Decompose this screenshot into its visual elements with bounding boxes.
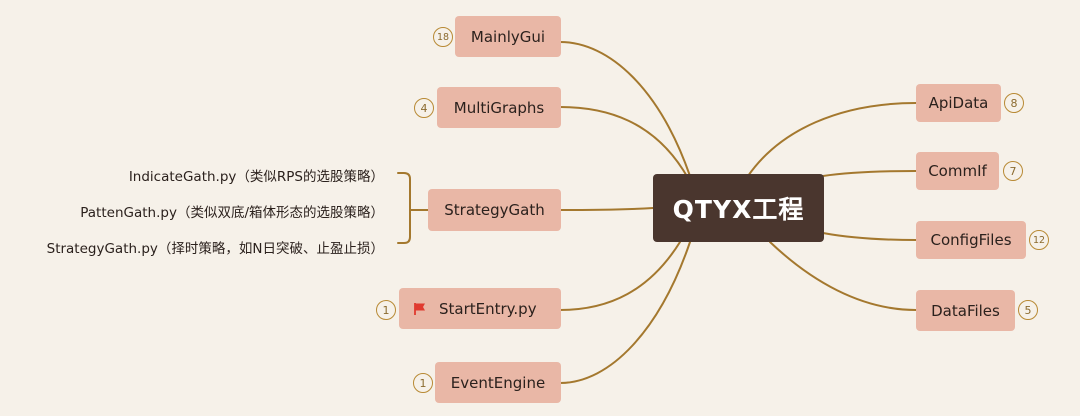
root-label: QTYX工程 bbox=[672, 195, 805, 224]
branch-startentry bbox=[559, 241, 681, 311]
red-flag-icon bbox=[413, 302, 427, 316]
strategy-bracket bbox=[397, 172, 411, 244]
strategy-child-strategygath[interactable]: StrategyGath.py（择时策略，如N日突破、止盈止损） bbox=[46, 241, 384, 257]
branch-strategygath bbox=[559, 207, 654, 211]
branch-eventengine bbox=[559, 241, 691, 384]
branch-multigraphs bbox=[559, 106, 689, 179]
count-badge[interactable]: 4 bbox=[414, 98, 434, 118]
node-label: ConfigFiles bbox=[930, 231, 1012, 249]
root-node[interactable]: QTYX工程 bbox=[653, 174, 824, 242]
node-datafiles[interactable]: DataFiles bbox=[916, 290, 1015, 331]
node-startentry[interactable]: StartEntry.py bbox=[399, 288, 561, 329]
branch-mainlygui bbox=[559, 41, 691, 177]
node-mainlygui[interactable]: MainlyGui bbox=[455, 16, 561, 57]
node-configfiles[interactable]: ConfigFiles bbox=[916, 221, 1026, 259]
branch-configfiles bbox=[822, 232, 917, 241]
node-label: MainlyGui bbox=[470, 27, 546, 46]
node-commif[interactable]: CommIf bbox=[916, 152, 999, 190]
strategy-child-pattengath[interactable]: PattenGath.py（类似双底/箱体形态的选股策略） bbox=[80, 205, 384, 221]
strategy-child-indicategath[interactable]: IndicateGath.py（类似RPS的选股策略） bbox=[128, 169, 384, 185]
count-badge[interactable]: 1 bbox=[413, 373, 433, 393]
count-badge[interactable]: 5 bbox=[1018, 300, 1038, 320]
count-badge[interactable]: 1 bbox=[376, 300, 396, 320]
node-eventengine[interactable]: EventEngine bbox=[435, 362, 561, 403]
node-label: EventEngine bbox=[450, 373, 546, 392]
branch-apidata bbox=[747, 102, 917, 177]
count-badge[interactable]: 8 bbox=[1004, 93, 1024, 113]
branch-commif bbox=[822, 170, 917, 177]
node-label: StrategyGath bbox=[444, 201, 545, 219]
node-apidata[interactable]: ApiData bbox=[916, 84, 1001, 122]
node-multigraphs[interactable]: MultiGraphs bbox=[437, 87, 561, 128]
node-label: ApiData bbox=[928, 94, 989, 112]
node-label: MultiGraphs bbox=[453, 98, 545, 117]
count-badge[interactable]: 7 bbox=[1003, 161, 1023, 181]
node-label: CommIf bbox=[928, 162, 987, 180]
node-strategygath[interactable]: StrategyGath bbox=[428, 189, 561, 231]
node-label: DataFiles bbox=[931, 301, 1000, 320]
count-badge[interactable]: 18 bbox=[433, 27, 453, 47]
branch-datafiles bbox=[769, 241, 917, 311]
count-badge[interactable]: 12 bbox=[1029, 230, 1049, 250]
node-label: StartEntry.py bbox=[439, 299, 537, 318]
